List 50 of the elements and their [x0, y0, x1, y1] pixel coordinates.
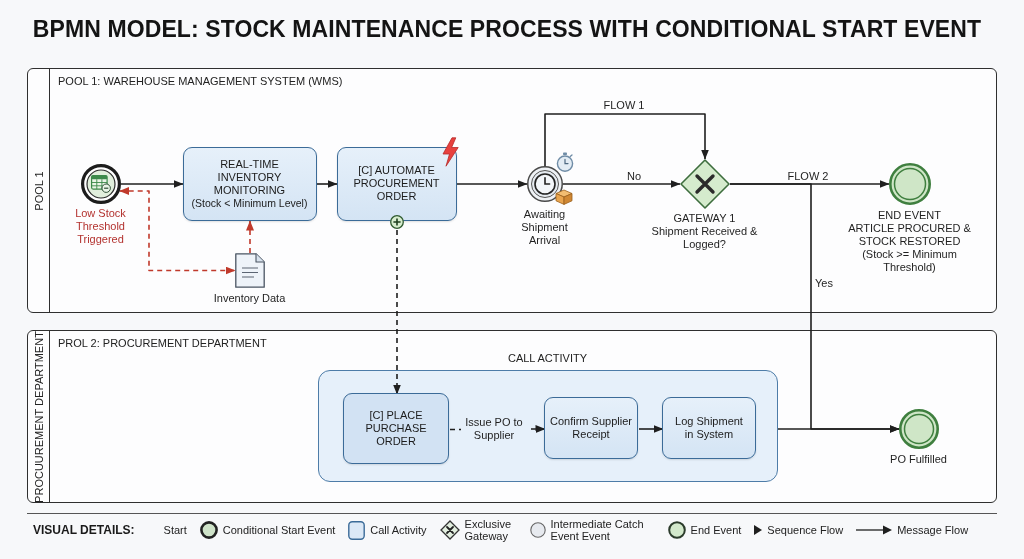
- gateway-label: GATEWAY 1: [673, 211, 736, 225]
- task-box: [662, 397, 756, 459]
- arrow: [638, 425, 664, 433]
- legend-label: Exclusive Gateway: [464, 518, 513, 542]
- task-note: (Stock < Minimum Level): [191, 196, 308, 210]
- pool: [27, 330, 997, 503]
- task-box: [343, 393, 449, 464]
- event-label: Low Stock Threshold Triggered: [74, 206, 127, 246]
- pool-name: PROCUUREMENT DEPARTMENT: [32, 330, 46, 503]
- event-label: PO Fulfilled: [890, 452, 947, 466]
- task-label: REAL-TIME INVENTORY MONITORING: [212, 157, 287, 197]
- task-box: [182, 146, 317, 221]
- data-object-label: Inventory Data: [213, 291, 286, 305]
- edge-label: FLOW 1: [602, 98, 646, 112]
- legend-label: Sequence Flow: [767, 524, 844, 536]
- edge-label: Issue PO to Supplier: [461, 416, 527, 442]
- call-activity-label: CALL ACTIVITY: [507, 351, 588, 365]
- legend-text: Start: [163, 524, 187, 536]
- pool-title: POOL 1: WAREHOUSE MANAGEMENT SYSTEM (WMS): [58, 75, 343, 88]
- task-label: [C] PLACE PURCHASE ORDER: [364, 409, 428, 448]
- legend-label: End Event: [690, 524, 742, 536]
- arrow: [544, 113, 709, 167]
- legend-label: Intermediate Catch Event Event: [550, 518, 645, 542]
- pool: [27, 68, 997, 313]
- pool-title: PROL 2: PROCUREMENT DEPARTMENT: [58, 337, 267, 350]
- task-box: [544, 397, 638, 459]
- dashed-arrow: [118, 187, 236, 275]
- event-label: (Stock >= Minimum Threshold): [861, 247, 958, 274]
- legend-label: Call Activity: [370, 524, 427, 536]
- arrow: [316, 180, 338, 188]
- diagram-title: BPMN MODEL: STOCK MAINTENANCE PROCESS WITH CONDITIONAL START EVENT: [32, 15, 982, 43]
- event-label: ARTICLE PROCURED & STOCK RESTORED: [847, 221, 972, 248]
- gateway-label: Shipment Received & Logged?: [650, 224, 759, 251]
- edge-label: Yes: [814, 276, 834, 290]
- task-label: Log Shipment in System: [674, 415, 744, 441]
- task-label: Confirm Supplier Receipt: [549, 415, 633, 441]
- arrow: [120, 180, 184, 188]
- arrow: [562, 180, 681, 188]
- edge-label: FLOW 2: [786, 169, 830, 183]
- edge-label: No: [625, 169, 643, 183]
- event-label: END EVENT: [878, 208, 941, 222]
- legend-label: Conditional Start Event: [222, 524, 336, 536]
- pool-name: POOL 1: [32, 170, 46, 211]
- dashed-arrow: [246, 220, 254, 254]
- legend-heading: VISUAL DETAILS:: [33, 523, 135, 537]
- arrow: [456, 180, 528, 188]
- legend-label: Message Flow: [897, 524, 969, 536]
- event-label: Awaiting Shipment Arrival: [520, 207, 569, 247]
- arrow: [777, 425, 900, 433]
- task-label: [C] AUTOMATE PROCUREMENT ORDER: [352, 164, 441, 203]
